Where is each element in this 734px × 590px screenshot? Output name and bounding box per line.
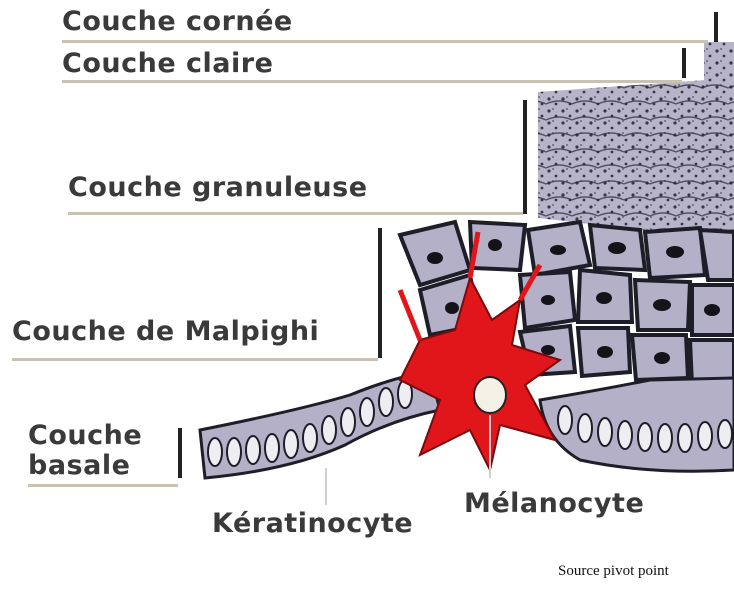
label-couche-granuleuse: Couche granuleuse: [68, 172, 368, 203]
source-credit: Source pivot point: [558, 563, 669, 580]
underline-malpighi: [12, 358, 378, 361]
underline-claire: [62, 80, 682, 83]
bracket-basale: [178, 428, 182, 478]
underline-basale: [28, 484, 178, 487]
stratum-corneum-area: [704, 42, 734, 82]
label-keratinocyte: Kératinocyte: [212, 508, 413, 539]
label-couche-cornee: Couche cornée: [62, 6, 293, 37]
bracket-cornee: [714, 12, 718, 42]
melanocyte-nucleus: [474, 377, 506, 413]
bracket-claire: [682, 48, 686, 78]
label-couche-claire: Couche claire: [62, 48, 273, 79]
underline-cornee: [62, 40, 708, 43]
bracket-granuleuse: [523, 100, 527, 214]
bracket-malpighi: [378, 228, 382, 358]
label-couche-basale-line2: basale: [28, 450, 130, 481]
stratum-granulosum-area: [538, 78, 734, 240]
underline-granuleuse: [68, 212, 523, 215]
label-melanocyte: Mélanocyte: [464, 488, 644, 519]
label-couche-malpighi: Couche de Malpighi: [12, 316, 319, 347]
label-couche-basale-line1: Couche: [28, 420, 142, 451]
